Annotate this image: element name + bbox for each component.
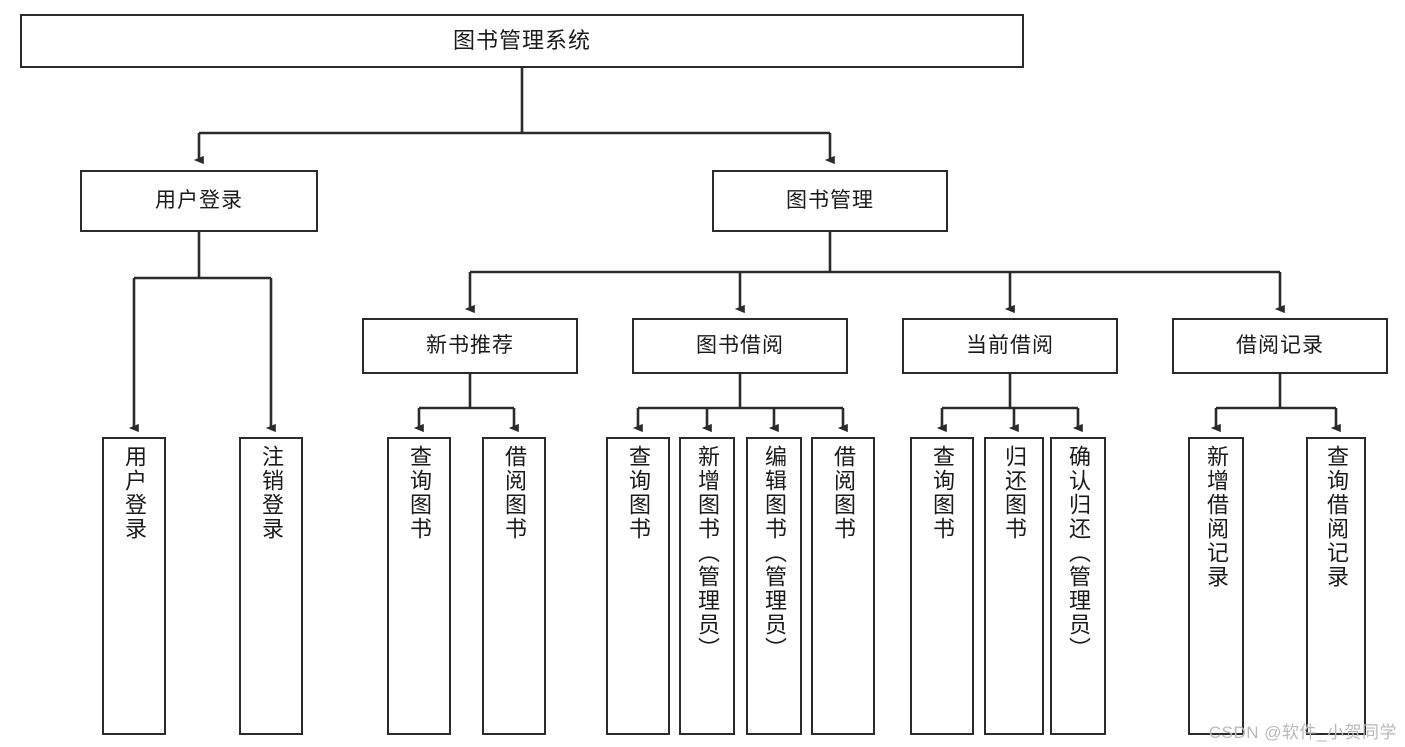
node-label: 注销登录 [259, 445, 284, 541]
node-label: 查询借阅记录 [1324, 445, 1349, 589]
node-label: 新增图书（管理员） [695, 445, 720, 661]
node-user-login[interactable]: 用户登录 [80, 170, 318, 232]
leaf-query-book-3[interactable]: 查询图书 [910, 437, 974, 735]
node-root[interactable]: 图书管理系统 [20, 14, 1024, 68]
node-label: 借阅图书 [502, 445, 527, 541]
node-current-borrow[interactable]: 当前借阅 [902, 318, 1118, 374]
node-label: 图书借阅 [696, 333, 784, 357]
node-label: 编辑图书（管理员） [762, 445, 787, 661]
leaf-add-record[interactable]: 新增借阅记录 [1188, 437, 1244, 735]
node-label: 确认归还（管理员） [1066, 445, 1091, 661]
node-label: 新书推荐 [426, 333, 514, 357]
leaf-logout[interactable]: 注销登录 [239, 437, 303, 735]
node-book-borrow[interactable]: 图书借阅 [632, 318, 848, 374]
leaf-add-book[interactable]: 新增图书（管理员） [679, 437, 735, 735]
node-label: 查询图书 [930, 445, 955, 541]
node-label: 借阅图书 [831, 445, 856, 541]
leaf-query-book-2[interactable]: 查询图书 [606, 437, 670, 735]
node-borrow-record[interactable]: 借阅记录 [1172, 318, 1388, 374]
leaf-edit-book[interactable]: 编辑图书（管理员） [746, 437, 802, 735]
node-label: 图书管理系统 [452, 28, 591, 54]
node-book-manage[interactable]: 图书管理 [712, 170, 948, 232]
leaf-user-login[interactable]: 用户登录 [102, 437, 166, 735]
leaf-query-book-1[interactable]: 查询图书 [387, 437, 451, 735]
leaf-query-record[interactable]: 查询借阅记录 [1306, 437, 1366, 735]
node-label: 新增借阅记录 [1204, 445, 1229, 589]
leaf-borrow-book-2[interactable]: 借阅图书 [811, 437, 875, 735]
node-label: 图书管理 [786, 188, 874, 212]
node-new-book-recommend[interactable]: 新书推荐 [362, 318, 578, 374]
node-label: 用户登录 [155, 188, 243, 212]
node-label: 借阅记录 [1236, 333, 1324, 357]
node-label: 归还图书 [1002, 445, 1027, 541]
node-label: 查询图书 [407, 445, 432, 541]
leaf-confirm-return[interactable]: 确认归还（管理员） [1050, 437, 1106, 735]
node-label: 用户登录 [122, 445, 147, 541]
leaf-return-book[interactable]: 归还图书 [984, 437, 1044, 735]
leaf-borrow-book-1[interactable]: 借阅图书 [482, 437, 546, 735]
watermark: CSDN @软件_小贺同学 [1208, 723, 1397, 742]
node-label: 查询图书 [626, 445, 651, 541]
node-label: 当前借阅 [966, 333, 1054, 357]
